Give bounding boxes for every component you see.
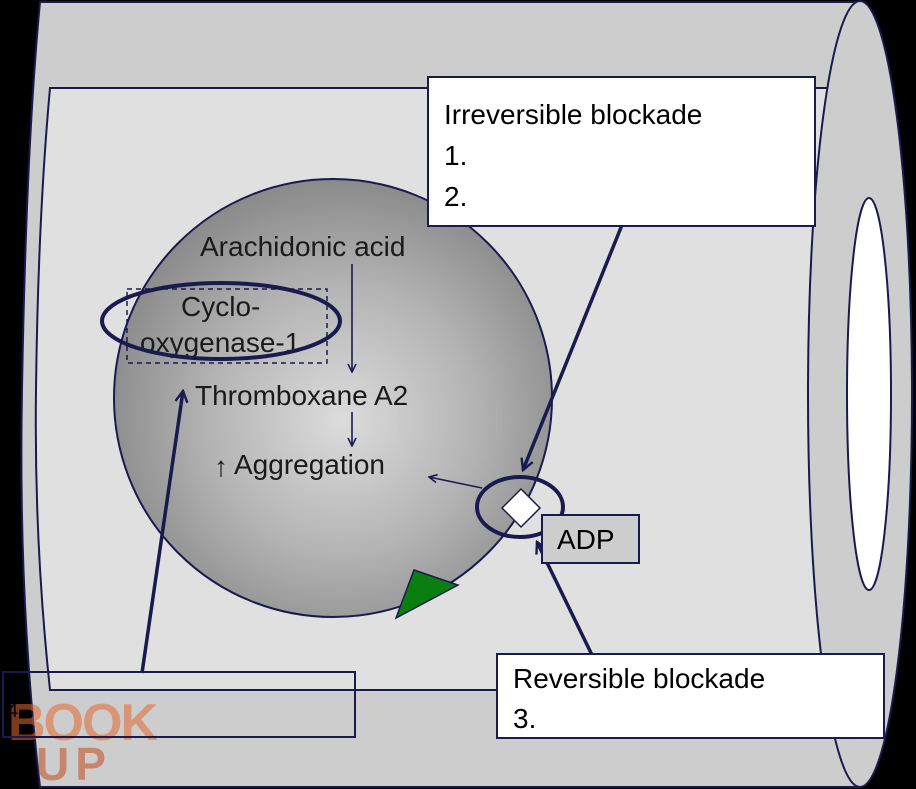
cyclooxygenase-label-line1: Cyclo- xyxy=(181,291,260,322)
irreversible-item-1: 1. xyxy=(444,140,468,171)
arrow-adp-to-aggregation xyxy=(429,477,483,489)
receptor-triangle xyxy=(394,569,460,620)
thromboxane-a2-label: Thromboxane A2 xyxy=(195,380,408,411)
vessel-end-opening xyxy=(846,197,892,591)
cyclooxygenase-label-line2: oxygenase-1 xyxy=(140,327,300,358)
cyclooxygenase-dashed-box xyxy=(126,288,328,364)
watermark-line2: UP xyxy=(36,738,112,784)
pointer-four-to-thromboxane xyxy=(140,391,183,674)
adp-label-box: ADP xyxy=(541,514,640,564)
item-4-box: 4. xyxy=(2,671,356,738)
pointer-irreversible-to-adp xyxy=(523,224,624,470)
reversible-item-3: 3. xyxy=(513,703,537,734)
watermark-line1: BOOK xyxy=(8,694,158,752)
irreversible-blockade-title: Irreversible blockade xyxy=(444,99,703,130)
arachidonic-acid-label: Arachidonic acid xyxy=(200,231,405,262)
aggregation-label: Aggregation xyxy=(234,449,385,480)
adp-receptor-diamond xyxy=(500,487,542,529)
adp-receptor-ellipse xyxy=(475,475,565,539)
cyclooxygenase-highlight-ellipse xyxy=(100,281,342,361)
irreversible-blockade-box: Irreversible blockade 1. 2. xyxy=(427,76,816,227)
irreversible-item-2: 2. xyxy=(444,181,468,212)
adp-label: ADP xyxy=(557,524,615,555)
reversible-blockade-box: Reversible blockade 3. xyxy=(496,653,885,739)
reversible-blockade-title: Reversible blockade xyxy=(513,663,766,694)
increase-arrow-glyph: ↑ xyxy=(214,451,228,482)
item-4-label: 4. xyxy=(7,700,24,722)
bookup-watermark-logo: BOOK UP xyxy=(8,694,160,784)
